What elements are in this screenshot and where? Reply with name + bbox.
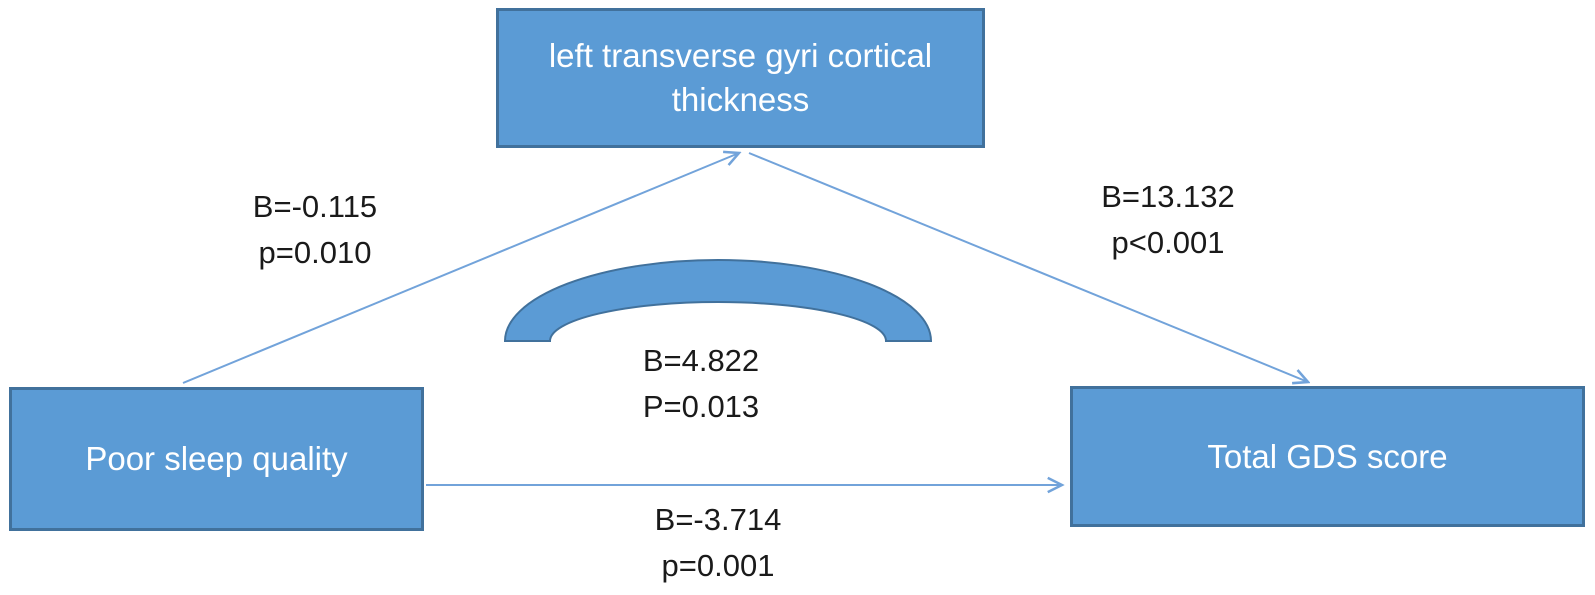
path-b-p-value: p<0.001 (1111, 225, 1225, 260)
node-predictor: Poor sleep quality (9, 387, 424, 531)
direct-b-value: B=-3.714 (654, 502, 782, 537)
path-a-p-value: p=0.010 (258, 235, 372, 270)
node-outcome-label: Total GDS score (1207, 437, 1448, 475)
path-b-b-value: B=13.132 (1101, 179, 1235, 214)
path-b-arrow (748, 152, 1308, 382)
indirect-p-value: P=0.013 (642, 389, 760, 424)
indirect-effect-arc (503, 259, 933, 342)
direct-path-coefficient-label: B=-3.714 p=0.001 (608, 497, 828, 589)
path-a-arrow (182, 153, 739, 384)
indirect-b-value: B=4.822 (642, 343, 760, 378)
path-b-coefficient-label: B=13.132 p<0.001 (1058, 174, 1278, 266)
indirect-effect-coefficient-label: B=4.822 P=0.013 (591, 338, 811, 430)
node-outcome: Total GDS score (1070, 386, 1585, 527)
path-a-coefficient-label: B=-0.115 p=0.010 (205, 184, 425, 276)
node-mediator: left transverse gyri cortical thickness (496, 8, 985, 148)
node-predictor-label: Poor sleep quality (85, 440, 348, 478)
node-mediator-label: left transverse gyri cortical thickness (548, 37, 933, 118)
direct-p-value: p=0.001 (661, 548, 775, 583)
path-a-b-value: B=-0.115 (252, 189, 378, 224)
